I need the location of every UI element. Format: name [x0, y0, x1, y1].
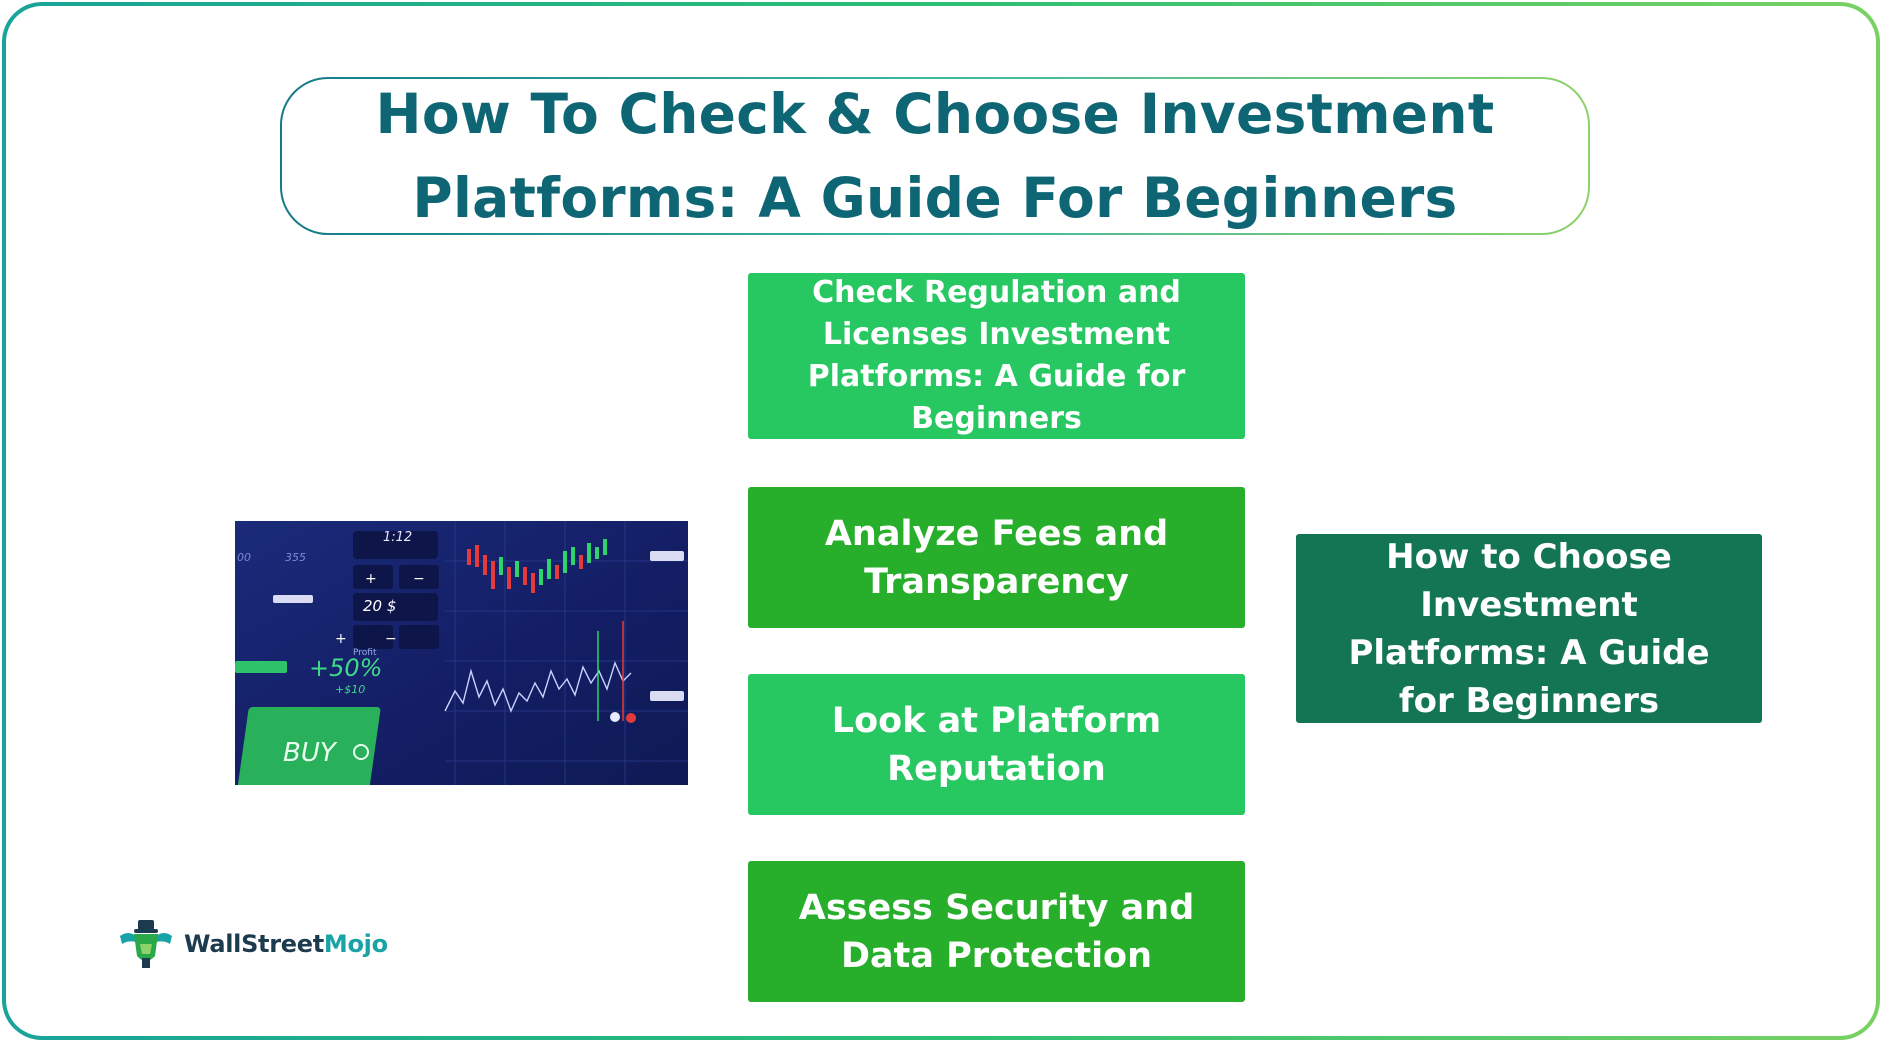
- step-label: Analyze Fees and Transparency: [824, 513, 1169, 602]
- svg-text:−: −: [385, 631, 397, 647]
- bull-logo-icon: [120, 920, 172, 968]
- svg-text:355: 355: [285, 551, 306, 564]
- title-box: How To Check & Choose Investment Platfor…: [280, 77, 1590, 235]
- photo-time: 1:12: [383, 530, 412, 545]
- page-title: How To Check & Choose Investment Platfor…: [376, 72, 1495, 240]
- svg-text:00: 00: [237, 551, 251, 564]
- title-box-inner: How To Check & Choose Investment Platfor…: [282, 79, 1588, 233]
- photo-profit-label: Profit: [353, 648, 377, 658]
- summary-label: How to Choose Investment Platforms: A Gu…: [1348, 536, 1710, 721]
- svg-text:+: +: [365, 571, 377, 587]
- step-analyze-fees: Analyze Fees and Transparency: [748, 487, 1245, 628]
- summary-box: How to Choose Investment Platforms: A Gu…: [1296, 534, 1762, 723]
- photo-profit-percent: +50%: [309, 654, 382, 682]
- trading-screen-illustration: 1:12 20 $ + − + − 355 00 Profit +50% +$1…: [235, 521, 688, 785]
- step-label: Assess Security and Data Protection: [798, 887, 1195, 976]
- step-security-data-protection: Assess Security and Data Protection: [748, 861, 1245, 1002]
- wallstreetmojo-logo: WallStreetMojo: [118, 918, 388, 970]
- step-platform-reputation: Look at Platform Reputation: [748, 674, 1245, 815]
- svg-text:+$10: +$10: [335, 683, 365, 696]
- step-check-regulation: Check Regulation and Licenses Investment…: [748, 273, 1245, 439]
- step-label: Look at Platform Reputation: [831, 700, 1162, 789]
- svg-text:−: −: [413, 571, 425, 587]
- title-line-2: Platforms: A Guide For Beginners: [412, 166, 1458, 230]
- title-line-1: How To Check & Choose Investment: [375, 82, 1495, 146]
- trading-screen-photo: 1:12 20 $ + − + − 355 00 Profit +50% +$1…: [235, 521, 688, 785]
- photo-amount: 20 $: [363, 597, 396, 615]
- step-label: Check Regulation and Licenses Investment…: [807, 275, 1186, 436]
- logo-wordmark: WallStreetMojo: [184, 930, 388, 958]
- svg-text:+: +: [335, 631, 347, 647]
- photo-buy-label: BUY: [283, 738, 338, 768]
